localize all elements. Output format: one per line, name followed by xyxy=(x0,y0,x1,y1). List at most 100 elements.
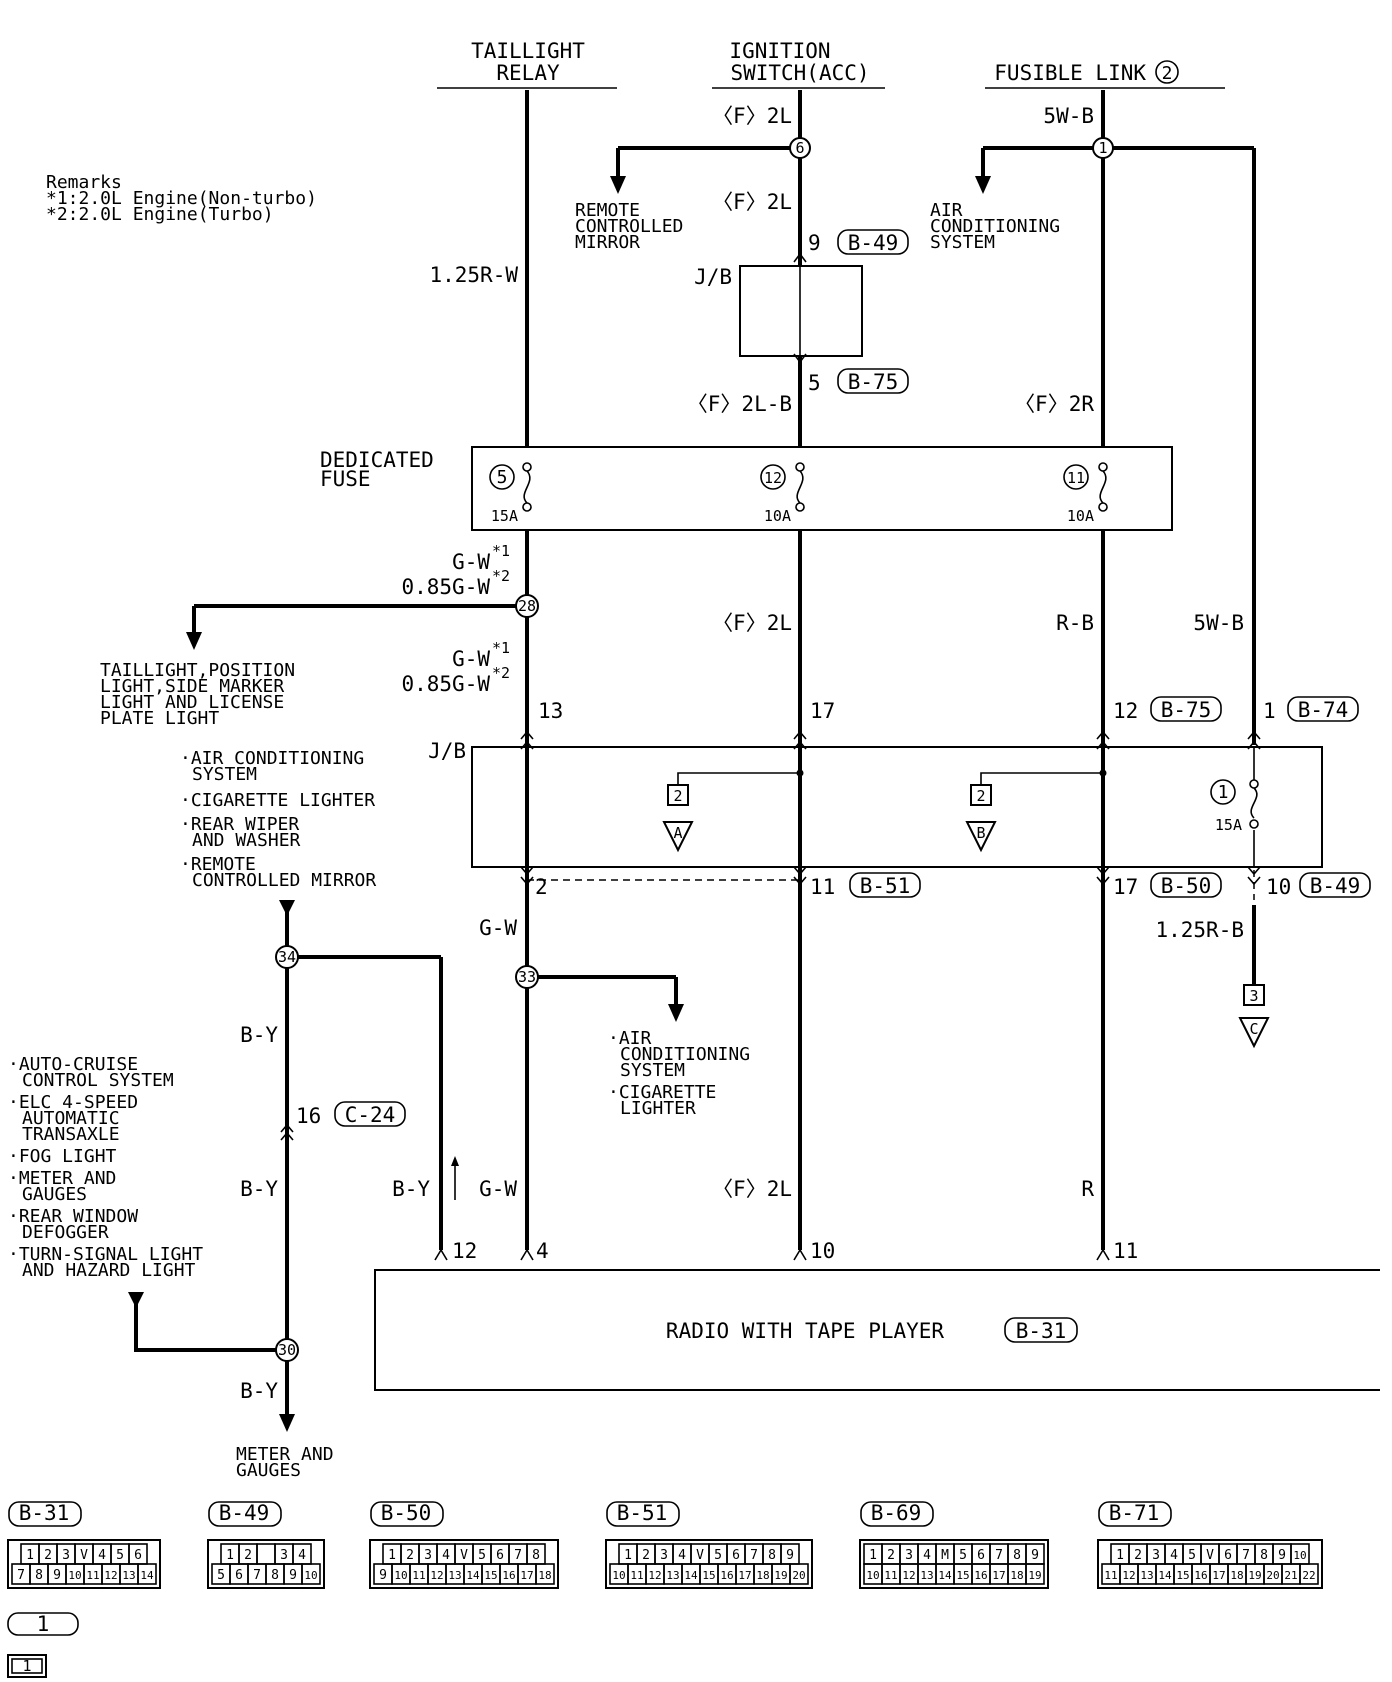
fuse-11-amp: 10A xyxy=(1067,507,1094,525)
legend-label-frame xyxy=(606,1501,680,1527)
conn-b31-radio: B-31 xyxy=(1016,1319,1067,1343)
legend-label-b-50: B-50 xyxy=(381,1501,432,1525)
legend-pin-number: 12 xyxy=(430,1569,443,1582)
remarks-title: Remarks xyxy=(46,172,122,193)
legend-pin-number: 7 xyxy=(995,1548,1003,1563)
arrow-meter xyxy=(279,1414,295,1432)
junction-1-label: 1 xyxy=(1098,139,1107,157)
fuse-11-num: 11 xyxy=(1067,469,1085,487)
legend-label-b-49: B-49 xyxy=(219,1501,270,1525)
legend-pin-number: 6 xyxy=(496,1548,504,1563)
left-list-10: DEFOGGER xyxy=(22,1222,109,1243)
left-list-11: ·TURN-SIGNAL LIGHT xyxy=(8,1244,203,1265)
legend-pin-number: 8 xyxy=(768,1548,776,1563)
terminal-a-triangle xyxy=(662,821,694,853)
pin-2: 2 xyxy=(535,875,548,899)
legend-pin-number: 13 xyxy=(1140,1569,1153,1582)
arrow-ac xyxy=(975,176,991,194)
conn-b74: B-74 xyxy=(1298,698,1349,722)
wire-label-125rw: 1.25R-W xyxy=(429,263,518,287)
legend-pin-number: 10 xyxy=(866,1569,879,1582)
legend-symbol-2-frame xyxy=(7,1654,47,1678)
ignition-switch-label-1: IGNITION xyxy=(729,39,830,63)
legend-pin-number: 13 xyxy=(666,1569,679,1582)
legend-pin-number: 18 xyxy=(756,1569,769,1582)
conn-b51-frame xyxy=(849,872,921,898)
conn-c24-frame xyxy=(334,1101,406,1127)
mirror-branch-1: REMOTE xyxy=(575,200,640,221)
junction-6 xyxy=(789,137,811,159)
legend-pin-number: 19 xyxy=(1028,1569,1041,1582)
legend-pin-number: 1 xyxy=(624,1548,632,1563)
left-list-6: ·FOG LIGHT xyxy=(8,1146,117,1167)
junction-34-label: 34 xyxy=(278,948,296,966)
legend-pin-number: 2 xyxy=(1134,1548,1142,1563)
legend-pin-number: 7 xyxy=(750,1548,758,1563)
legend-pin-number: V xyxy=(696,1548,704,1563)
conn-b50: B-50 xyxy=(1161,874,1212,898)
terminal-2b: 2 xyxy=(976,787,985,805)
legend-symbol-1: 1 xyxy=(37,1612,50,1636)
legend-pin-number: 16 xyxy=(502,1569,515,1582)
conn-b49-b-frame xyxy=(1299,872,1371,898)
ignition-switch-label-2: SWITCH(ACC) xyxy=(730,61,869,85)
legend-pin-number: 5 xyxy=(714,1548,722,1563)
jb-fuse-1 xyxy=(1249,779,1259,829)
legend-pin-cell xyxy=(1025,1563,1045,1585)
legend-pin-number: 14 xyxy=(1158,1569,1172,1582)
jb-list-4: ·REAR WIPER xyxy=(180,814,299,835)
legend-pin-number: 13 xyxy=(920,1569,933,1582)
legend-pin-number: V xyxy=(460,1548,468,1563)
legend-label-frame xyxy=(8,1501,82,1527)
fuse-11-num-circle xyxy=(1063,464,1089,490)
pin-17a: 17 xyxy=(810,699,835,723)
legend-pin-cell xyxy=(1299,1563,1319,1585)
legend-pin-number: 4 xyxy=(923,1548,931,1563)
legend-pin-number: 3 xyxy=(905,1548,913,1563)
fuse-11 xyxy=(1098,462,1108,512)
junction-33 xyxy=(515,965,539,989)
ac-cig-branch-1: ·AIR xyxy=(608,1028,652,1049)
pin-10b: 10 xyxy=(810,1239,835,1263)
pin-10a: 10 xyxy=(1266,875,1291,899)
legend-pin-number: 19 xyxy=(1248,1569,1261,1582)
meter-1: METER AND xyxy=(236,1444,334,1465)
legend-pin-number: 9 xyxy=(786,1548,794,1563)
wire-label-f2l-2: 〈F〉2L xyxy=(712,190,792,214)
wire-label-gw-3: G-W xyxy=(479,916,517,940)
conn-b75-b: B-75 xyxy=(1161,698,1212,722)
taillight-branch-2: LIGHT,SIDE MARKER xyxy=(100,676,284,697)
wire-label-by-2: B-Y xyxy=(240,1177,278,1201)
fusible-link-num-circle xyxy=(1155,60,1179,84)
junction-33-label: 33 xyxy=(518,968,536,986)
fuse-5-num-circle xyxy=(489,464,515,490)
legend-pin-number: 22 xyxy=(1302,1569,1315,1582)
wire-label-f2l-3: 〈F〉2L xyxy=(712,611,792,635)
legend-pin-number: 11 xyxy=(412,1569,425,1582)
terminal-b: B xyxy=(976,824,985,842)
legend-pin-number: 16 xyxy=(720,1569,733,1582)
remarks-line-2: *2:2.0L Engine(Turbo) xyxy=(46,204,274,225)
pin-12a: 12 xyxy=(1113,699,1138,723)
legend-pin-number: 11 xyxy=(86,1569,99,1582)
conn-b31-frame xyxy=(1004,1317,1078,1343)
left-list-8: GAUGES xyxy=(22,1184,87,1205)
wire-label-f2l-1: 〈F〉2L xyxy=(712,104,792,128)
legend-pin-number: 6 xyxy=(732,1548,740,1563)
pin-16: 16 xyxy=(296,1104,321,1128)
terminal-c: C xyxy=(1249,1020,1258,1038)
legend-pin-number: 2 xyxy=(406,1548,414,1563)
legend-pin-number: 12 xyxy=(902,1569,915,1582)
conn-b75-a: B-75 xyxy=(848,370,899,394)
ac-cig-branch-4: ·CIGARETTE xyxy=(608,1082,716,1103)
legend-pin-number: 14 xyxy=(140,1569,154,1582)
fuse-5-amp: 15A xyxy=(491,507,518,525)
legend-pin-cell xyxy=(789,1563,809,1585)
left-list-7: ·METER AND xyxy=(8,1168,116,1189)
terminal-a: A xyxy=(673,824,682,842)
junction-1 xyxy=(1092,137,1114,159)
fuse-12-num-circle xyxy=(760,464,786,490)
jb-fuse-1-num-circle xyxy=(1210,779,1236,805)
jb-pin-marks xyxy=(520,730,1261,886)
jb-lower-box xyxy=(471,746,1323,868)
